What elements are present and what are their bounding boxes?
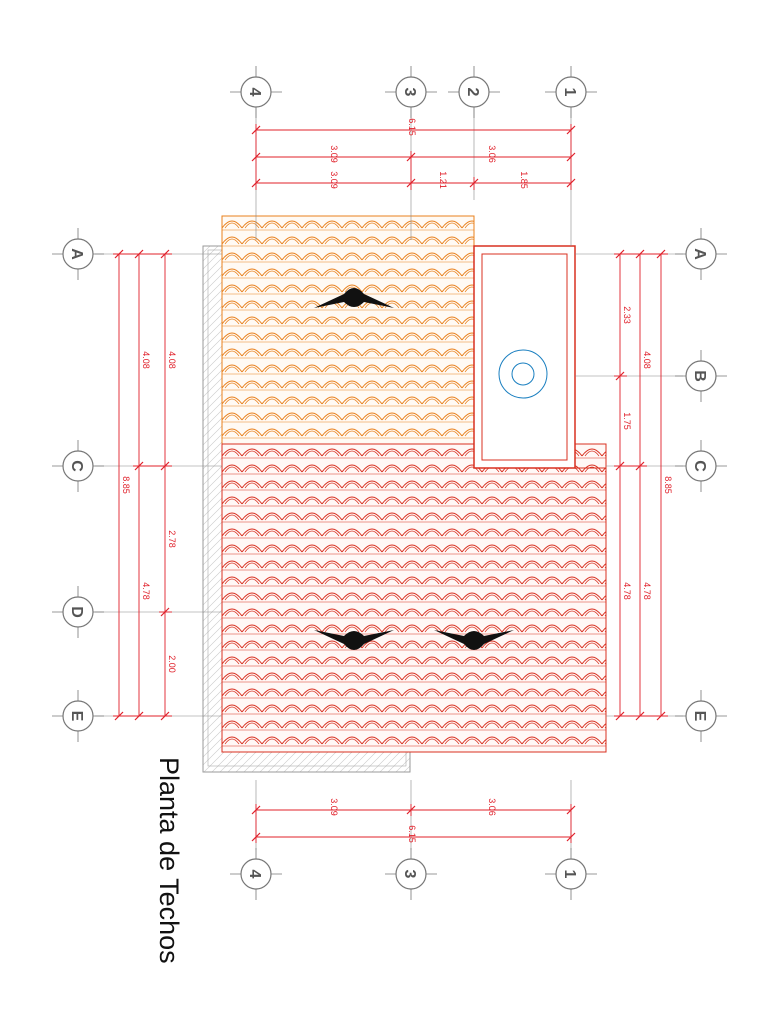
grid-bubble-label: A: [691, 248, 708, 260]
grid-bubble-label: 2: [464, 88, 481, 97]
grid-bubble-label: B: [691, 370, 708, 382]
grid-bubble-label: C: [68, 460, 85, 472]
grid-bubble-left-1: C: [52, 440, 104, 492]
grid-bubble-label: 4: [246, 870, 263, 879]
grid-bubble-label: 4: [246, 88, 263, 97]
dim-bottom-total: 6.15: [407, 825, 417, 843]
dim-top-total: 6.15: [407, 118, 417, 136]
grid-bubble-right-1: B: [675, 350, 727, 402]
water-tank-icon: [498, 349, 548, 399]
grid-bubble-bottom-0: 4: [230, 848, 282, 900]
grid-bubble-label: E: [68, 711, 85, 722]
grid-bubble-label: D: [68, 606, 85, 618]
dim-bottom-a: 3.09: [329, 798, 339, 816]
water-tank-box: [473, 245, 576, 469]
dim-top-row3-a: 3.09: [329, 171, 339, 189]
slope-arrow-lower-right: [434, 630, 514, 650]
dim-top-row2-b: 3.06: [487, 145, 497, 163]
grid-bubble-left-0: A: [52, 228, 104, 280]
grid-bubble-label: E: [691, 711, 708, 722]
grid-bubble-left-3: E: [52, 690, 104, 742]
grid-bubble-top-2: 2: [448, 66, 500, 118]
dim-top-row3-b: 1.21: [438, 171, 448, 189]
dim-right-total: 8.85: [663, 476, 673, 494]
grid-bubble-top-1: 3: [385, 66, 437, 118]
dim-left-mid-a: 4.08: [141, 351, 151, 369]
dim-right-inner-c: 4.78: [622, 582, 632, 600]
grid-bubble-right-0: A: [675, 228, 727, 280]
dim-top-row3-c: 1.85: [519, 171, 529, 189]
grid-bubble-bottom-2: 1: [545, 848, 597, 900]
grid-bubble-left-2: D: [52, 586, 104, 638]
grid-bubble-top-0: 4: [230, 66, 282, 118]
grid-bubble-label: 3: [401, 870, 418, 879]
dim-right-inner-a: 2.33: [622, 306, 632, 324]
dim-top-row2-a: 3.09: [329, 145, 339, 163]
grid-bubble-right-3: E: [675, 690, 727, 742]
dim-left-mid-b: 4.78: [141, 582, 151, 600]
grid-bubble-label: 1: [561, 88, 578, 97]
grid-bubble-label: 3: [401, 88, 418, 97]
grid-bubble-top-3: 1: [545, 66, 597, 118]
dim-right-mid-b: 4.78: [642, 582, 652, 600]
dim-bottom-b: 3.06: [487, 798, 497, 816]
slope-arrow-upper: [314, 288, 394, 308]
dim-right-mid-a: 4.08: [642, 351, 652, 369]
dim-left-total: 8.85: [121, 476, 131, 494]
grid-bubble-label: A: [68, 248, 85, 260]
dim-right-inner-b: 1.75: [622, 412, 632, 430]
grid-bubble-label: C: [691, 460, 708, 472]
grid-bubble-label: 1: [561, 870, 578, 879]
dim-left-inner-b: 2.78: [167, 530, 177, 548]
grid-bubble-bottom-1: 3: [385, 848, 437, 900]
drawing-title: Planta de Techos: [154, 757, 184, 964]
dim-left-inner-a: 4.08: [167, 351, 177, 369]
grid-bubble-right-2: C: [675, 440, 727, 492]
slope-arrow-lower-left: [314, 630, 394, 650]
dim-left-inner-c: 2.00: [167, 655, 177, 673]
